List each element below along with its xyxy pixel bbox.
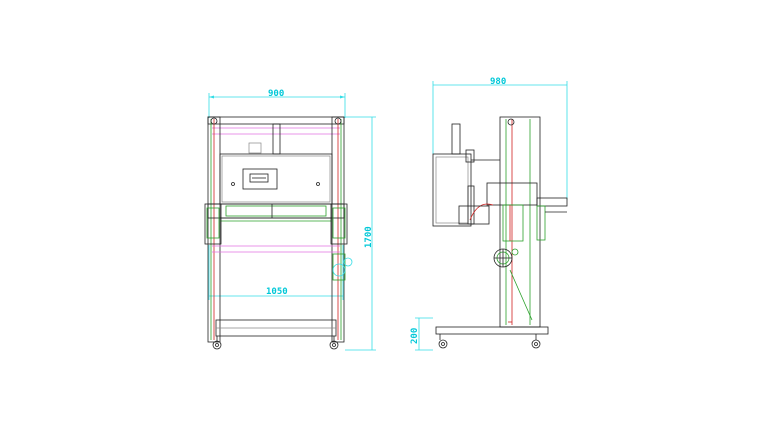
front-view: 900 1700 1050 [204, 89, 376, 351]
front-width-label: 900 [268, 89, 284, 99]
front-width-dimension: 900 [208, 89, 346, 118]
display-panel-icon [231, 168, 320, 190]
side-width-dimension: 980 [432, 77, 568, 200]
handwheel-icon [332, 253, 353, 281]
handwheel-icon [493, 248, 519, 268]
caster-wheel-icon [329, 336, 339, 350]
side-base-height-label: 200 [410, 328, 420, 344]
side-view: 980 200 [410, 77, 568, 351]
caster-wheel-icon [531, 339, 541, 349]
front-height-label: 1700 [364, 226, 374, 248]
front-inner-width-label: 1050 [266, 287, 288, 297]
front-inner-width-dimension: 1050 [208, 245, 344, 300]
front-height-dimension: 1700 [345, 116, 376, 351]
side-base-height-dimension: 200 [410, 317, 433, 351]
side-width-label: 980 [490, 77, 506, 87]
caster-wheel-icon [438, 339, 448, 349]
caster-wheel-icon [212, 336, 222, 350]
